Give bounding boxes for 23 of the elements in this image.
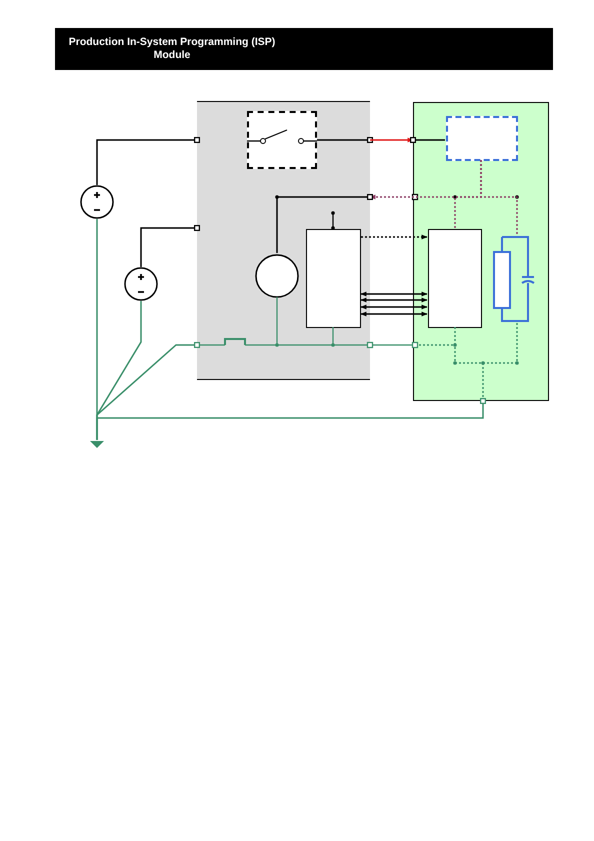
wire — [317, 137, 373, 143]
switch-box — [247, 111, 317, 169]
arrow — [360, 312, 428, 316]
circle-symbol — [255, 254, 299, 298]
ground-symbol — [90, 440, 104, 449]
arrow — [361, 234, 428, 240]
module-panel — [197, 101, 370, 380]
chip-box — [428, 229, 482, 328]
wire — [96, 398, 486, 440]
wire — [140, 225, 200, 267]
dashed-box — [446, 116, 518, 161]
arrow — [360, 292, 428, 296]
target-board-panel — [413, 102, 549, 401]
title: Production In-System Programming (ISP) Module — [68, 36, 276, 62]
wire — [410, 137, 445, 143]
voltage-source-symbol — [80, 185, 114, 219]
voltage-source-symbol — [124, 267, 158, 301]
wire — [96, 137, 200, 185]
wire — [480, 160, 518, 235]
arrow — [360, 298, 428, 302]
chip-box — [306, 229, 361, 328]
wire — [276, 194, 373, 253]
arrow — [360, 304, 428, 310]
